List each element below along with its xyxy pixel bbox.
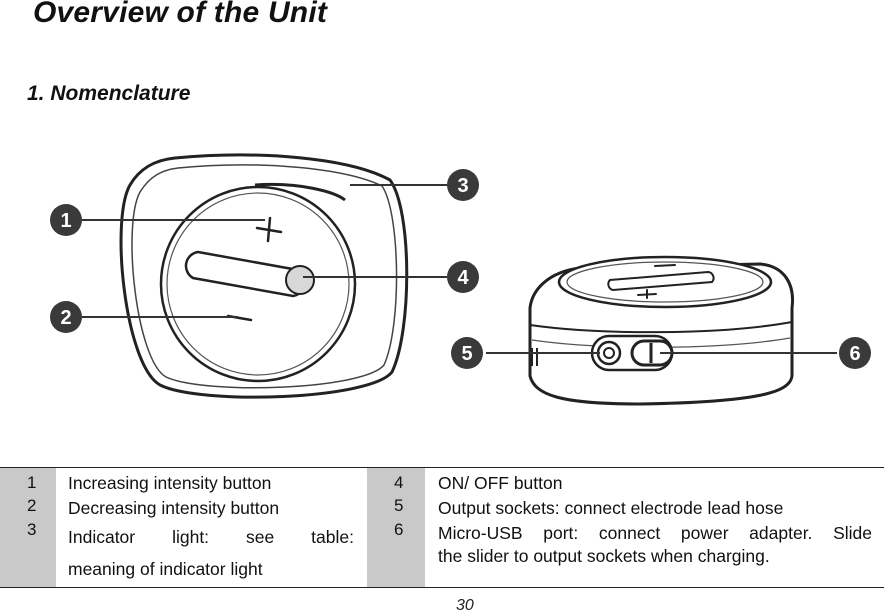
item-number: 4 xyxy=(394,473,404,492)
item-number: 6 xyxy=(394,520,404,539)
item-description: Decreasing intensity button xyxy=(68,498,280,518)
device-top-view xyxy=(119,153,409,399)
callout-badge-5: 5 xyxy=(451,337,483,369)
device-illustration: 1 2 3 4 5 6 xyxy=(0,140,884,430)
item-number: 1 xyxy=(27,473,37,492)
item-description: Output sockets: connect electrode lead h… xyxy=(438,498,784,518)
callout-badge-4: 4 xyxy=(447,261,479,293)
callout-leaders xyxy=(82,184,837,354)
item-description: ON/ OFF button xyxy=(438,473,563,493)
callout-badge-3: 3 xyxy=(447,169,479,201)
number-column-right: 4 5 6 xyxy=(367,468,425,587)
callout-badge-1: 1 xyxy=(50,204,82,236)
svg-text:3: 3 xyxy=(457,175,468,197)
callout-badge-6: 6 xyxy=(839,337,871,369)
number-column-left: 1 2 3 xyxy=(0,468,56,587)
item-description: Increasing intensity button xyxy=(68,473,272,493)
item-description-continued: meaning of indicator light xyxy=(68,559,263,579)
svg-text:4: 4 xyxy=(457,267,469,289)
page-number: 30 xyxy=(456,597,474,614)
callout-badge-2: 2 xyxy=(50,301,82,333)
item-description-continued: the slider to output sockets when chargi… xyxy=(438,546,770,566)
svg-text:6: 6 xyxy=(849,343,860,365)
item-number: 5 xyxy=(394,496,404,515)
nomenclature-table: 1 2 3 Increasing intensity button Decrea… xyxy=(0,467,884,588)
item-description: Indicator light: see table: xyxy=(68,527,354,547)
section-heading: 1. Nomenclature xyxy=(27,82,191,105)
svg-text:5: 5 xyxy=(461,343,472,365)
svg-text:2: 2 xyxy=(60,307,71,329)
item-number: 2 xyxy=(27,496,37,515)
item-description: Micro-USB port: connect power adapter. S… xyxy=(438,523,872,543)
device-side-view xyxy=(528,255,795,406)
page-title: Overview of the Unit xyxy=(33,0,328,29)
item-number: 3 xyxy=(27,520,37,539)
svg-text:1: 1 xyxy=(60,210,71,232)
